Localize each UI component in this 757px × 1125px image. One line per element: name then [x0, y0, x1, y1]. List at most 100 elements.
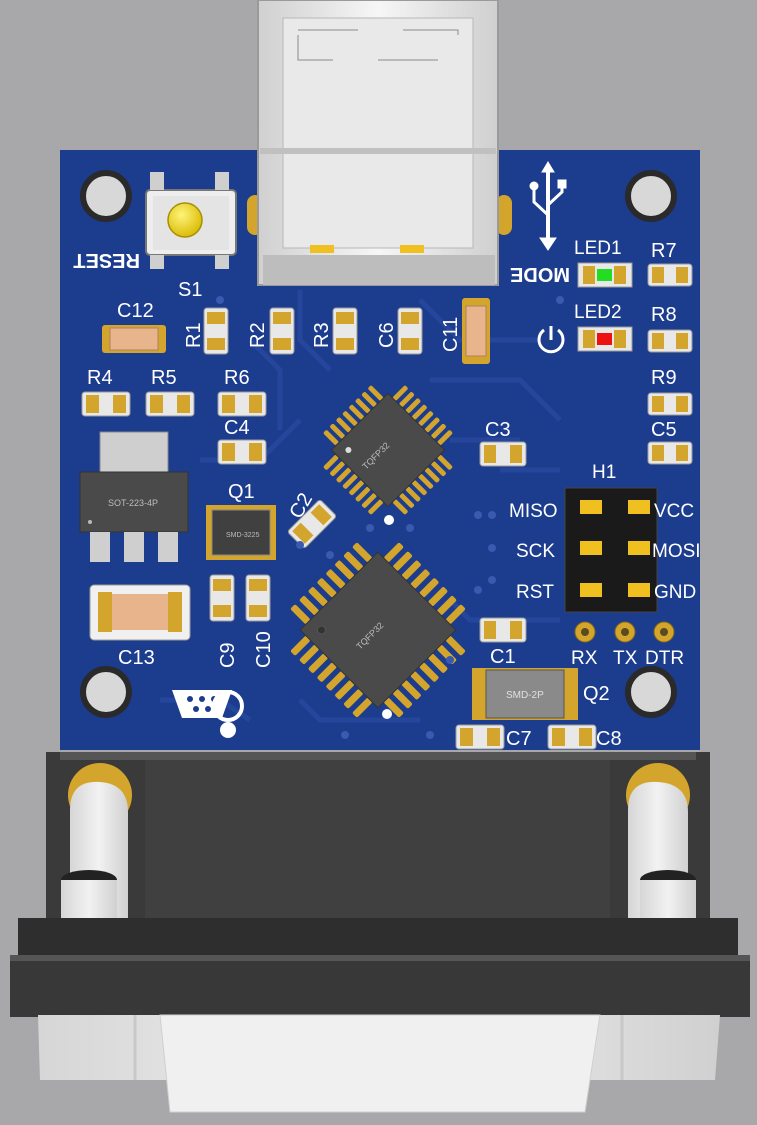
chip-pin — [446, 604, 466, 624]
rst-label: RST — [516, 582, 554, 603]
chip-pin — [401, 560, 421, 580]
chip-pin — [384, 698, 404, 718]
c8-label: C8 — [596, 728, 622, 750]
c3-capacitor — [479, 441, 527, 467]
r1-resistor — [203, 307, 229, 355]
c6-capacitor — [397, 307, 423, 355]
c9-capacitor — [209, 574, 235, 622]
chip-pin — [349, 404, 364, 420]
chip-pin — [330, 461, 345, 477]
chip-pin — [330, 423, 345, 439]
chip-pin — [437, 596, 457, 615]
led1-label: LED1 — [574, 238, 622, 259]
c5-label: C5 — [651, 419, 677, 441]
chip-pin — [401, 680, 421, 700]
chip-pin — [349, 480, 364, 496]
reset-label: RESET — [73, 249, 140, 271]
c12-capacitor — [102, 325, 166, 353]
reset-button[interactable] — [145, 172, 237, 269]
chip-pin — [393, 385, 408, 401]
led1 — [577, 262, 633, 288]
q2-marking: SMD-2P — [506, 690, 544, 701]
r8-label: R8 — [651, 304, 677, 326]
chip-pin — [299, 596, 319, 615]
chip-pin — [290, 636, 310, 656]
chip-pin — [368, 499, 383, 515]
c4-label: C4 — [224, 417, 250, 439]
chip-pin — [437, 455, 453, 470]
chip-pin — [393, 689, 412, 709]
chip-pin — [323, 430, 339, 445]
chip-pin — [342, 474, 358, 489]
voltage-regulator — [79, 431, 189, 562]
tx-label: TX — [613, 648, 638, 669]
vias — [216, 296, 564, 739]
chip-pin — [355, 398, 371, 414]
q2-component — [472, 668, 578, 720]
r5-label: R5 — [151, 367, 177, 389]
smd-passives — [81, 263, 693, 750]
chip-pin — [336, 467, 352, 483]
r9-label: R9 — [651, 367, 677, 389]
q1-crystal — [206, 505, 276, 560]
c11-capacitor — [462, 298, 490, 364]
chip-pin — [419, 662, 439, 682]
chip-pin — [431, 423, 446, 439]
r5-resistor — [145, 391, 195, 417]
chip-pin — [424, 467, 440, 483]
isp-header — [564, 487, 658, 613]
c1-capacitor — [479, 617, 527, 643]
mcu-upper-tqfp32 — [323, 385, 453, 515]
c7-capacitor — [455, 724, 505, 750]
chip-pin — [326, 569, 346, 589]
chip-pin — [308, 653, 328, 673]
chip-pin — [418, 474, 434, 489]
chip-pin — [368, 385, 383, 401]
chip-pin — [335, 680, 355, 700]
chip-pin — [446, 636, 466, 656]
chip-pin — [355, 486, 371, 502]
mcu-lower-tqfp32 — [290, 542, 466, 718]
chip-pin — [299, 645, 319, 664]
chip-pin — [419, 578, 439, 598]
chip-pin — [428, 653, 448, 673]
c12-label: C12 — [117, 300, 154, 322]
chip-pin — [418, 411, 434, 426]
c8-capacitor — [547, 724, 597, 750]
chip-pin — [361, 493, 377, 508]
chip-pin — [352, 698, 372, 718]
mounting-holes — [80, 170, 677, 718]
chip-pin — [335, 560, 355, 580]
vcc-label: VCC — [654, 501, 694, 522]
chip-pin — [405, 398, 421, 414]
r2-resistor — [269, 307, 295, 355]
c1-label: C1 — [490, 646, 516, 668]
chip-pin — [412, 480, 427, 496]
serial-pads — [574, 621, 675, 643]
power-symbol-icon — [537, 326, 565, 354]
chip-pin — [344, 551, 363, 571]
led2-label: LED2 — [574, 302, 622, 323]
db9-connector — [10, 752, 750, 1113]
led2 — [577, 326, 633, 352]
chip-pin — [393, 499, 408, 515]
r7-resistor — [647, 263, 693, 287]
chip-pin — [317, 578, 337, 598]
rx-label: RX — [571, 648, 598, 669]
r4-resistor — [81, 391, 131, 417]
chip-pin — [399, 493, 415, 508]
chip-pin — [405, 486, 421, 502]
r6-label: R6 — [224, 367, 250, 389]
chip-pin — [384, 542, 404, 562]
c4-capacitor — [217, 439, 267, 465]
chip-pin — [431, 461, 446, 477]
chip-pin — [290, 604, 310, 624]
gnd-label: GND — [654, 582, 696, 603]
dtr-label: DTR — [645, 648, 684, 669]
r8-resistor — [647, 329, 693, 353]
c6-label: C6 — [376, 322, 398, 348]
r4-label: R4 — [87, 367, 113, 389]
usb-symbol-icon — [529, 161, 567, 251]
c7-label: C7 — [506, 728, 532, 750]
